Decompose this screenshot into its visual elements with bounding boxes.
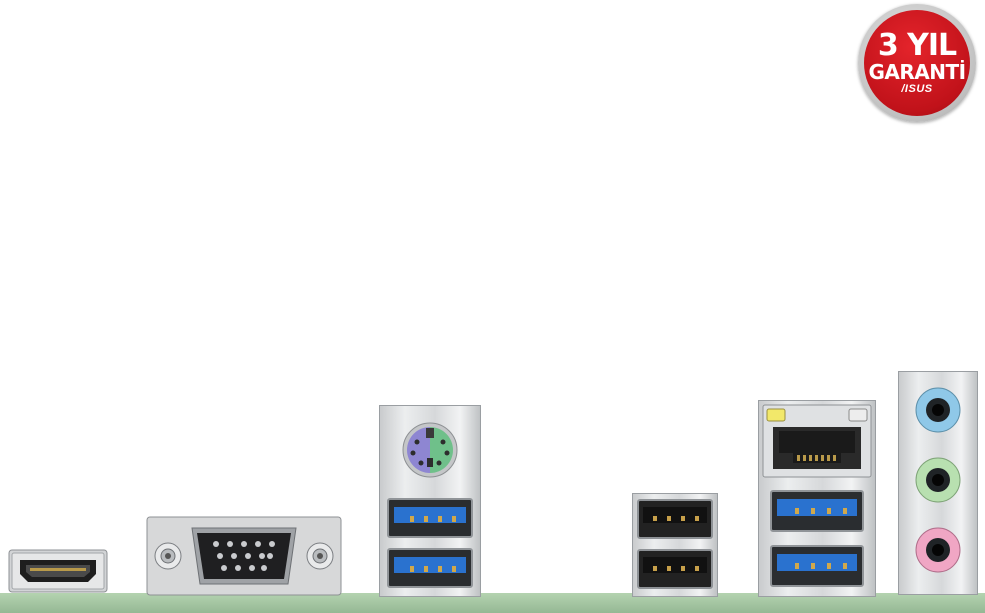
- vga-port: [146, 516, 342, 596]
- warranty-badge: 3 YIL GARANTİ /ISUS: [858, 4, 976, 122]
- usb2-port: [637, 499, 713, 539]
- motherboard-pcb: [0, 593, 985, 613]
- audio-jack: [915, 457, 961, 503]
- warranty-badge-inner: 3 YIL GARANTİ /ISUS: [864, 10, 970, 116]
- usb2-stack: [632, 493, 718, 597]
- brand-logo-text: /ISUS: [901, 82, 933, 95]
- audio-jack: [915, 527, 961, 573]
- hdmi-port: [8, 548, 108, 594]
- usb3-port: [770, 490, 864, 532]
- rj45-lan-port: [762, 404, 872, 478]
- usb2-port: [637, 549, 713, 589]
- lan-usb-stack: [758, 400, 876, 597]
- warranty-word-text: GARANTİ: [868, 59, 966, 84]
- audio-jack: [915, 387, 961, 433]
- warranty-years-text: 3 YIL: [877, 27, 957, 63]
- usb3-port: [387, 498, 473, 538]
- ps2-port: [402, 422, 458, 478]
- usb3-port: [770, 545, 864, 587]
- audio-stack: [898, 371, 978, 595]
- ps2-usb-stack: [379, 405, 481, 597]
- usb3-port: [387, 548, 473, 588]
